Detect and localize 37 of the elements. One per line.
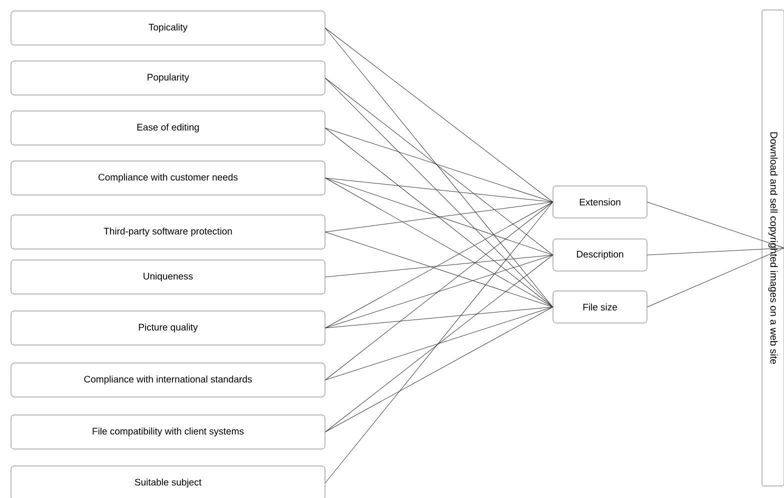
attribute-box: Extension xyxy=(552,186,648,218)
criterion-box: Third-party software protection xyxy=(10,214,326,250)
connector-line xyxy=(324,28,554,202)
connector-line xyxy=(324,128,554,202)
connector-line xyxy=(324,306,554,380)
criterion-box: Compliance with customer needs xyxy=(10,160,326,196)
connector-line xyxy=(324,254,554,328)
connector-line xyxy=(324,306,554,432)
attribute-box: File size xyxy=(552,290,648,324)
connector-line xyxy=(646,248,784,308)
connector-line xyxy=(324,306,554,328)
criterion-box: Popularity xyxy=(10,60,326,96)
connector-line xyxy=(324,78,554,256)
criterion-box: Compliance with international standards xyxy=(10,362,326,398)
connector-line xyxy=(324,202,554,380)
connector-line xyxy=(324,128,554,308)
connector-line xyxy=(324,202,554,232)
connector-line xyxy=(324,254,554,432)
criterion-box: Suitable subject xyxy=(10,466,326,498)
criterion-box: Uniqueness xyxy=(10,260,326,294)
connector-line xyxy=(324,232,554,308)
connector-line xyxy=(324,178,554,308)
connector-line xyxy=(324,254,554,278)
criterion-box: Topicality xyxy=(10,10,326,46)
criterion-box: Picture quality xyxy=(10,310,326,346)
connector-line xyxy=(324,178,554,256)
connector-line xyxy=(324,28,554,308)
connector-line xyxy=(646,202,784,248)
connector-line xyxy=(324,202,554,328)
criterion-box: File compatibility with client systems xyxy=(10,414,326,450)
connector-line xyxy=(324,78,554,308)
goal-box: Download and sell copyrighted images on a web site xyxy=(762,10,784,486)
attribute-box: Description xyxy=(552,238,648,272)
connector-line xyxy=(324,178,554,202)
criterion-box: Ease of editing xyxy=(10,110,326,146)
connector-line xyxy=(646,248,784,256)
connector-line xyxy=(324,202,554,484)
